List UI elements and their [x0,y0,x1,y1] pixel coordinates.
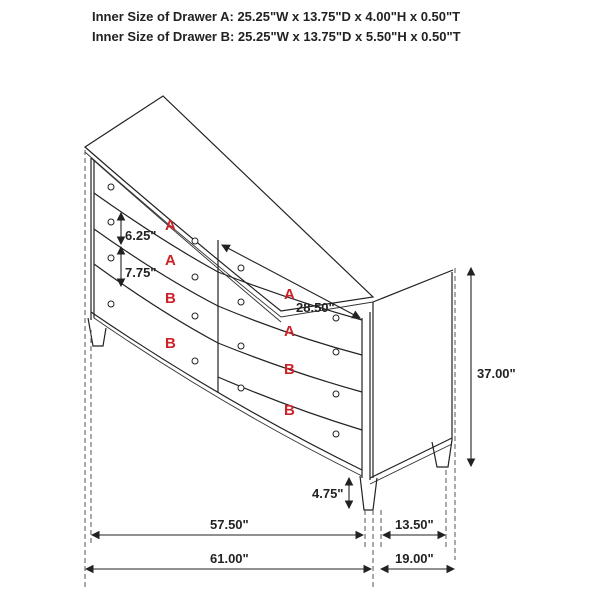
drawer-label: A [165,217,176,234]
dim-13-50: 13.50" [395,517,434,532]
drawer-label: B [165,290,176,307]
drawer-letters: A A B B A A B B [165,217,295,419]
depth-dims: 13.50" 19.00" [379,517,456,574]
dim-28-50: 28.50" [296,300,335,315]
extension-lines [84,150,447,590]
dim-7-75: 7.75" [125,265,156,280]
drawer-a-spec: Inner Size of Drawer A: 25.25"W x 13.75"… [92,9,461,24]
drawer-width-dim: 28.50" [221,244,361,319]
drawer-label: B [284,361,295,378]
overall-height-dim: 37.00" [466,266,516,468]
dim-61-00: 61.00" [210,551,249,566]
dim-19-00: 19.00" [395,551,434,566]
drawer-height-dims: 6.25" 7.75" [116,211,156,288]
drawer-specs: Inner Size of Drawer A: 25.25"W x 13.75"… [92,7,461,47]
leg-height-dim: 4.75" [312,476,354,510]
drawer-label: B [165,335,176,352]
drawer-label: A [284,286,295,303]
drawer-b-spec: Inner Size of Drawer B: 25.25"W x 13.75"… [92,29,461,44]
drawer-label: A [165,252,176,269]
drawer-label: B [284,402,295,419]
drawer-knobs [107,183,340,438]
drawer-label: A [284,323,295,340]
dim-57-50: 57.50" [210,517,249,532]
dim-4-75: 4.75" [312,486,343,501]
dresser-front [90,158,456,560]
dim-6-25: 6.25" [125,228,156,243]
dim-37-00: 37.00" [477,366,516,381]
width-dims: 57.50" 61.00" [84,517,373,574]
